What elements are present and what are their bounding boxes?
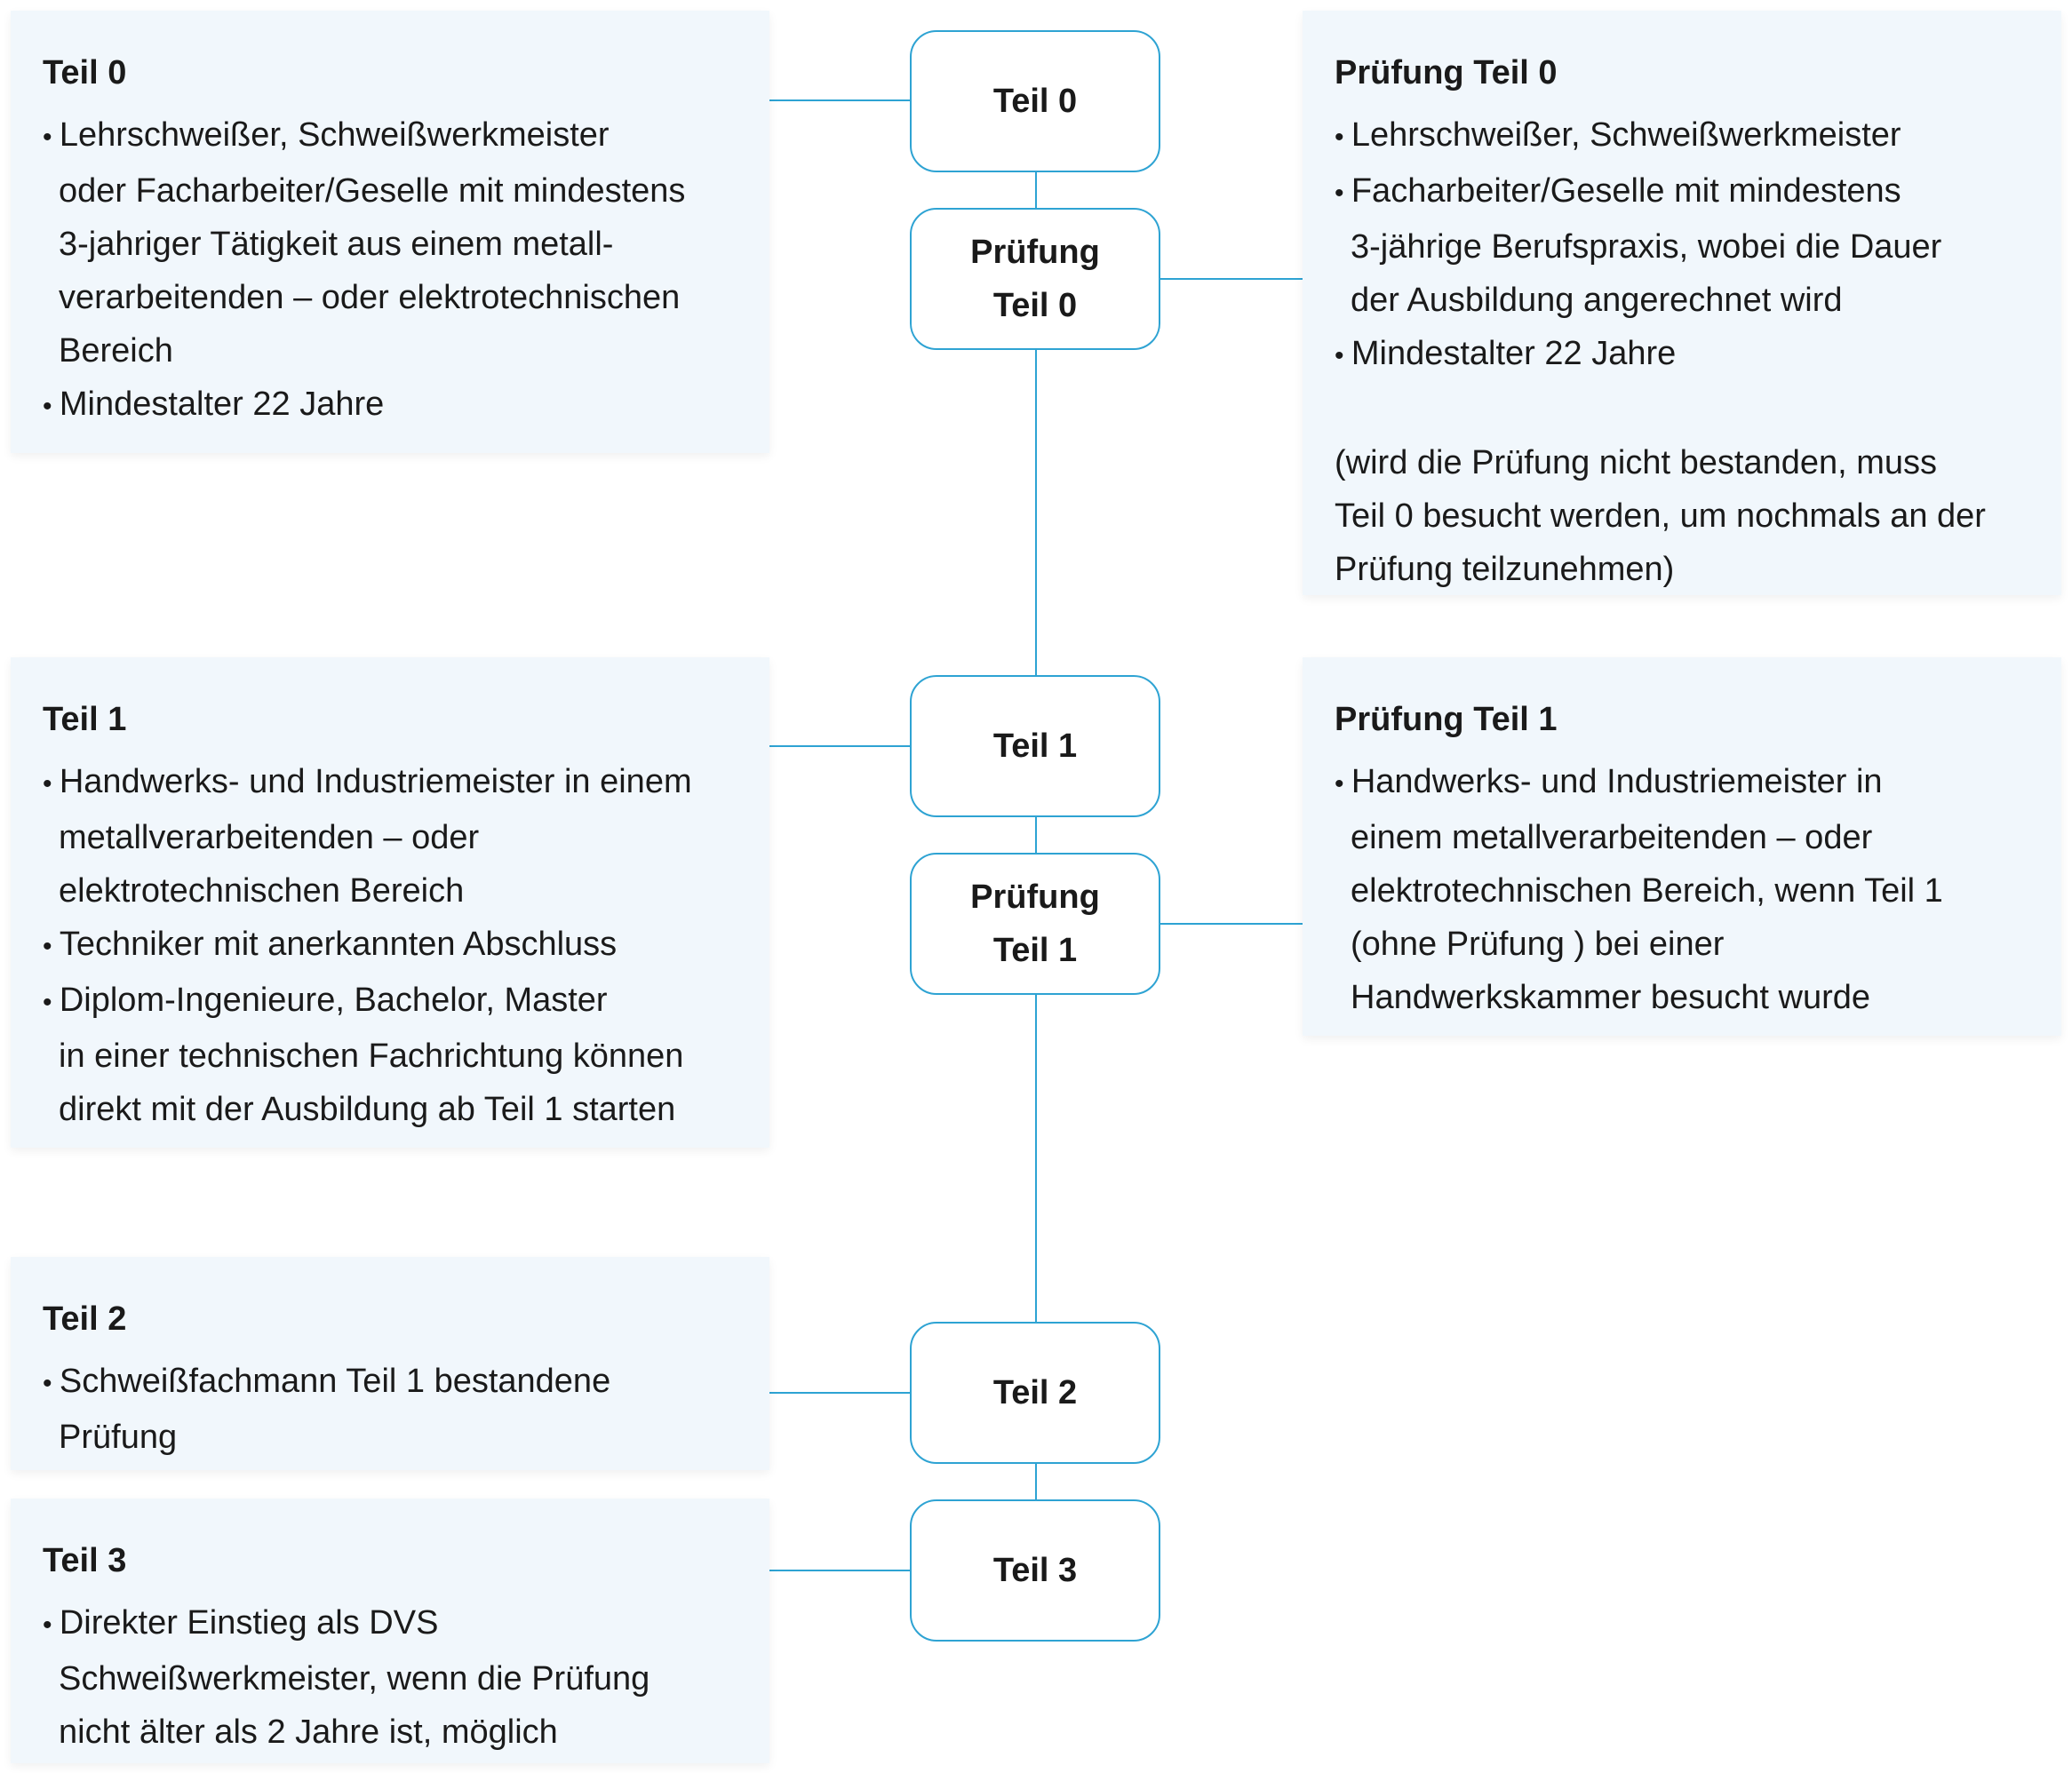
list-item: Facharbeiter/Geselle mit mindestens 3-jä… bbox=[1335, 164, 2029, 327]
panel-note: (wird die Prüfung nicht bestanden, muss … bbox=[1335, 444, 1986, 588]
panel-teil0: Teil 0 Lehrschweißer, Schweißwerkmeister… bbox=[11, 11, 769, 453]
list-item: Diplom-Ingenieure, Bachelor, Master in e… bbox=[43, 974, 737, 1136]
panel-title: Teil 1 bbox=[43, 701, 127, 738]
node-teil3: Teil 3 bbox=[910, 1499, 1160, 1642]
requirement-list: Direkter Einstieg als DVS Schweißwerkmei… bbox=[43, 1596, 737, 1759]
list-item: Schweißfachmann Teil 1 bestandene Prüfun… bbox=[43, 1355, 737, 1464]
requirement-list: Handwerks- und Industriemeister in einem… bbox=[43, 755, 737, 1136]
list-item: Lehrschweißer, Schweißwerkmeister bbox=[1335, 108, 2029, 164]
panel-pruefung-teil1: Prüfung Teil 1 Handwerks- und Industriem… bbox=[1303, 657, 2061, 1036]
requirement-list: Lehrschweißer, Schweißwerkmeister Fachar… bbox=[1335, 108, 2029, 383]
node-teil1: Teil 1 bbox=[910, 675, 1160, 817]
panel-teil1: Teil 1 Handwerks- und Industriemeister i… bbox=[11, 657, 769, 1148]
panel-pruefung-teil0: Prüfung Teil 0 Lehrschweißer, Schweißwer… bbox=[1303, 11, 2061, 595]
panel-title: Teil 0 bbox=[43, 54, 127, 91]
node-teil0: Teil 0 bbox=[910, 30, 1160, 172]
panel-teil3: Teil 3 Direkter Einstieg als DVS Schweiß… bbox=[11, 1499, 769, 1763]
list-item: Mindestalter 22 Jahre bbox=[43, 378, 737, 433]
list-item: Direkter Einstieg als DVS Schweißwerkmei… bbox=[43, 1596, 737, 1759]
panel-title: Teil 3 bbox=[43, 1542, 127, 1579]
list-item: Handwerks- und Industriemeister in einem… bbox=[43, 755, 737, 918]
panel-title: Prüfung Teil 0 bbox=[1335, 54, 1558, 91]
panel-title: Teil 2 bbox=[43, 1300, 127, 1338]
requirement-list: Lehrschweißer, Schweißwerkmeister oder F… bbox=[43, 108, 737, 433]
list-item: Lehrschweißer, Schweißwerkmeister oder F… bbox=[43, 108, 737, 378]
requirement-list: Handwerks- und Industriemeister in einem… bbox=[1335, 755, 2029, 1024]
list-item: Techniker mit anerkannten Abschluss bbox=[43, 918, 737, 974]
panel-title: Prüfung Teil 1 bbox=[1335, 701, 1558, 738]
panel-teil2: Teil 2 Schweißfachmann Teil 1 bestandene… bbox=[11, 1257, 769, 1470]
node-teil2: Teil 2 bbox=[910, 1322, 1160, 1464]
node-pruefung-teil0: Prüfung Teil 0 bbox=[910, 208, 1160, 350]
list-item: Mindestalter 22 Jahre bbox=[1335, 327, 2029, 383]
list-item: Handwerks- und Industriemeister in einem… bbox=[1335, 755, 2029, 1024]
node-pruefung-teil1: Prüfung Teil 1 bbox=[910, 853, 1160, 995]
requirement-list: Schweißfachmann Teil 1 bestandene Prüfun… bbox=[43, 1355, 737, 1464]
